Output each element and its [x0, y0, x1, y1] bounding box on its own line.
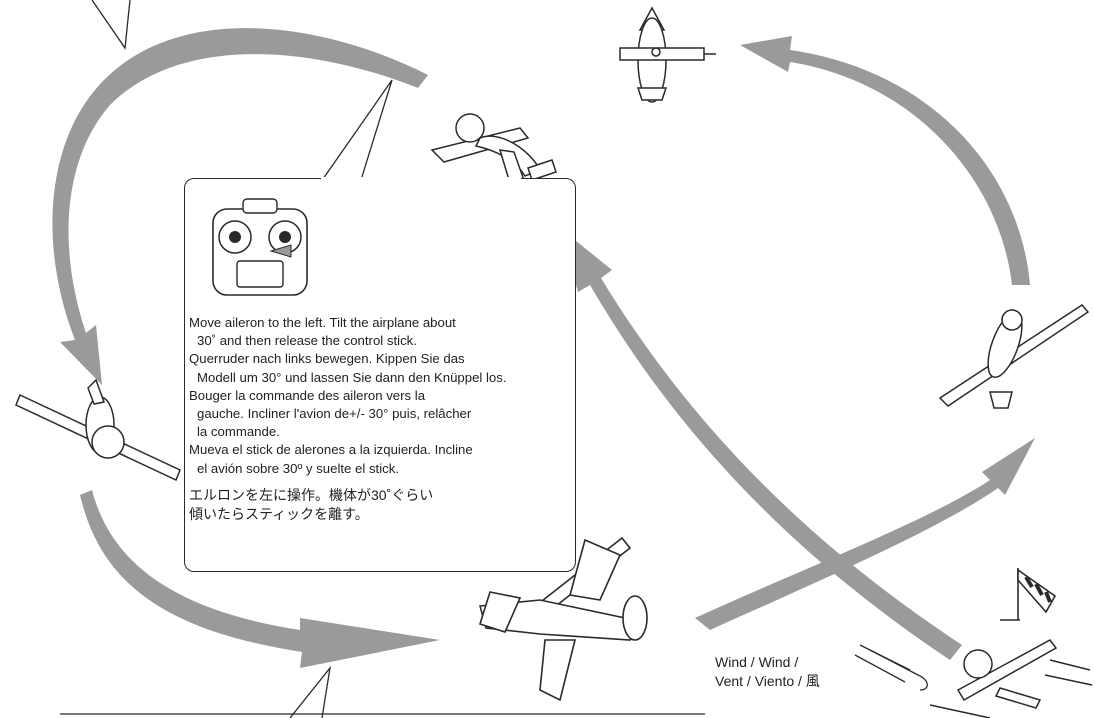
- airplane-bottom: [478, 536, 648, 702]
- airplane-landing: [929, 639, 1093, 718]
- pointer-top-left: [91, 0, 131, 50]
- airplane-right: [938, 304, 1090, 409]
- wind-lines: [854, 644, 928, 691]
- instruction-en: Move aileron to the left. Tilt the airpl…: [189, 315, 456, 349]
- instruction-es: Mueva el stick de alerones a la izquierd…: [189, 442, 473, 476]
- path-arrow-bottom-left: [80, 490, 440, 668]
- callout-notch: [321, 177, 521, 309]
- instruction-callout: Move aileron to the left. Tilt the airpl…: [184, 177, 577, 572]
- pointer-bottom: [289, 665, 332, 718]
- instruction-ja: エルロンを左に操作。機体が30˚ぐらい傾いたらスティックを離す。: [189, 486, 434, 522]
- wind-label: Wind / Wind /Vent / Viento / 風: [715, 654, 820, 689]
- flight-path-arrows: [52, 28, 1035, 668]
- path-arrow-top-loop: [52, 28, 429, 385]
- instruction-de: Querruder nach links bewegen. Kippen Sie…: [189, 351, 507, 385]
- transmitter-icon: [212, 198, 308, 296]
- airplane-left: [15, 378, 181, 482]
- path-arrow-diagonal-center: [560, 228, 962, 660]
- path-arrow-right-arc: [740, 36, 1030, 285]
- path-arrow-bottom-right: [695, 438, 1035, 630]
- airplane-top: [619, 6, 716, 103]
- instruction-text: Move aileron to the left. Tilt the airpl…: [185, 314, 577, 524]
- windsock: [1000, 568, 1057, 621]
